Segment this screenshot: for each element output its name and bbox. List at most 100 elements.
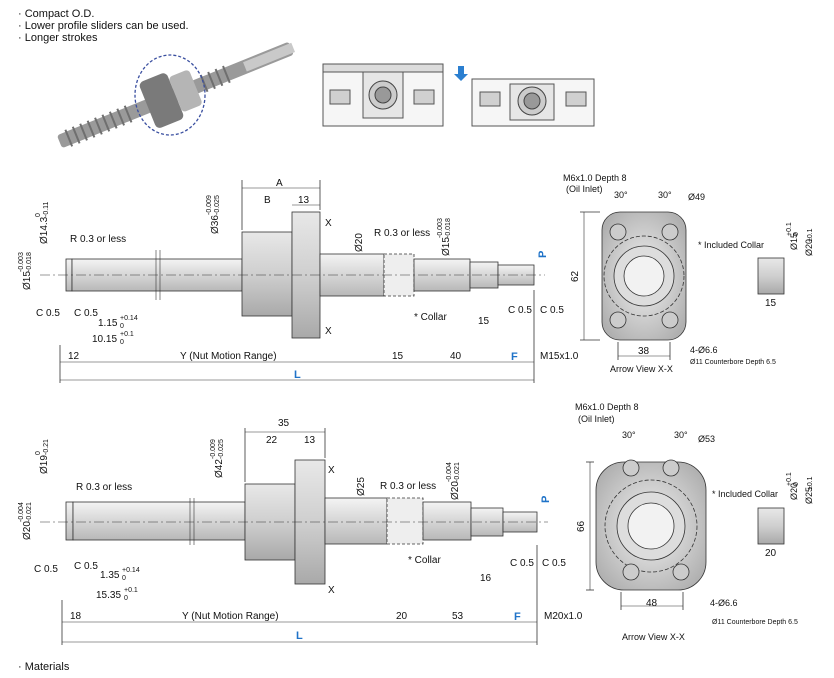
chamfer: C 0.5 [74, 561, 98, 572]
radius-note: R 0.3 or less [380, 481, 436, 492]
collar-note: * Collar [408, 555, 441, 566]
tol: -0.004 [446, 462, 453, 482]
dim-1-35: 1.35 [100, 570, 120, 581]
tol: 0 [793, 232, 800, 236]
chamfer: C 0.5 [74, 308, 98, 319]
chamfer: C 0.5 [36, 308, 60, 319]
dim-40: 40 [450, 351, 462, 362]
dim-height: 66 [576, 520, 587, 532]
dim-16-step: 16 [480, 573, 492, 584]
side-drawing-15-labels: A B 13 Ø36 -0.009 -0.025 Ø20 R 0.3 or le… [18, 178, 579, 381]
oil-inlet-spec: M6x1.0 Depth 8 [575, 402, 639, 412]
angle: 30° [614, 190, 628, 200]
chamfer: C 0.5 [542, 558, 566, 569]
dim-20: 20 [396, 611, 408, 622]
dia-42: Ø42 [214, 459, 225, 478]
dim-y: Y (Nut Motion Range) [180, 351, 277, 362]
section-mark: X [325, 326, 332, 337]
tol: -0.003 [18, 252, 25, 272]
mount-holes: 4-Ø6.6 [710, 598, 738, 608]
tol: ±0.1 [807, 228, 814, 242]
feature-item: · Lower profile sliders can be used. [18, 20, 189, 32]
tol: +0.1 [786, 222, 793, 236]
flange-view-15-labels: M6x1.0 Depth 8 (Oil Inlet) 30° 30° Ø49 6… [563, 173, 814, 374]
dim-p: P [540, 496, 552, 503]
dim-y: Y (Nut Motion Range) [182, 611, 279, 622]
oil-inlet-spec: M6x1.0 Depth 8 [563, 173, 627, 183]
chamfer: C 0.5 [34, 564, 58, 575]
section-mark: X [325, 218, 332, 229]
dim-15-step: 15 [478, 316, 490, 327]
dim-18: 18 [70, 611, 82, 622]
side-drawing-15 [40, 180, 545, 383]
oil-inlet-label: (Oil Inlet) [578, 414, 615, 424]
dim-width: 38 [638, 346, 650, 357]
collar-od: Ø25 [804, 487, 814, 504]
section-mark: X [328, 465, 335, 476]
radius-note: R 0.3 or less [374, 228, 430, 239]
dim-1-15: 1.15 [98, 318, 118, 329]
flange-view-20 [586, 459, 785, 610]
collar-width: 15 [765, 298, 777, 309]
tol: -0.21 [43, 439, 50, 455]
tol: -0.009 [206, 195, 213, 215]
tol: 0 [120, 323, 124, 330]
dia-15-start: Ø15 [22, 271, 33, 290]
dia-14-3: Ø14.3 [39, 216, 50, 244]
dim-13: 13 [298, 195, 310, 206]
included-collar-note: * Included Collar [712, 489, 778, 499]
thread-spec: M20x1.0 [544, 611, 583, 622]
feature-list: · Compact O.D. · Lower profile sliders c… [18, 8, 189, 44]
collar-id: Ø15 [789, 233, 799, 250]
tol: 0 [35, 213, 42, 217]
tol: -0.021 [454, 462, 461, 482]
flange-view-20-labels: M6x1.0 Depth 8 (Oil Inlet) 30° 30° Ø53 6… [575, 402, 814, 642]
chamfer: C 0.5 [540, 305, 564, 316]
tol: 0 [35, 451, 42, 455]
tol: +0.1 [786, 472, 793, 486]
materials-note: · Materials [18, 661, 70, 673]
mount-holes: 4-Ø6.6 [690, 345, 718, 355]
dia-20-start: Ø20 [22, 521, 33, 540]
dim-p: P [537, 251, 549, 258]
flange-view-15 [580, 211, 785, 360]
view-title: Arrow View X-X [622, 632, 685, 642]
tol: -0.021 [26, 502, 33, 522]
radius-note: R 0.3 or less [76, 482, 132, 493]
dim-12: 12 [68, 351, 80, 362]
dim-15-35: 15.35 [96, 590, 121, 601]
dim-a: A [276, 178, 283, 189]
tol: -0.003 [437, 218, 444, 238]
dia-20-end: Ø20 [450, 481, 461, 500]
product-photo [57, 42, 296, 148]
tol: +0.14 [122, 567, 140, 574]
angle: 30° [674, 430, 688, 440]
side-drawing-20 [40, 428, 548, 645]
counterbore-note: Ø11 Counterbore Depth 6.5 [690, 359, 776, 366]
oil-inlet-label: (Oil Inlet) [566, 184, 603, 194]
dia-25: Ø25 [356, 477, 367, 496]
dim-13: 13 [304, 435, 316, 446]
tol: 0 [120, 339, 124, 346]
tol: +0.1 [120, 331, 134, 338]
tol: +0.14 [120, 315, 138, 322]
slider-diagram-low [471, 78, 595, 127]
section-mark: X [328, 585, 335, 596]
tol: +0.1 [124, 587, 138, 594]
dim-width: 48 [646, 598, 658, 609]
tol: -0.018 [445, 218, 452, 238]
dim-height: 62 [570, 270, 581, 282]
dim-l: L [296, 630, 303, 642]
thread-spec: M15x1.0 [540, 351, 579, 362]
side-drawing-20-labels: 35 22 13 Ø42 -0.009 -0.025 Ø25 R 0.3 or … [18, 418, 583, 642]
dim-f: F [514, 611, 521, 623]
tol: -0.025 [214, 195, 221, 215]
dim-l: L [294, 369, 301, 381]
tol: -0.004 [18, 502, 25, 522]
dim-b: B [264, 195, 271, 206]
included-collar-note: * Included Collar [698, 240, 764, 250]
feature-item: · Longer strokes [18, 32, 98, 44]
tol: ±0.1 [807, 476, 814, 490]
chamfer: C 0.5 [510, 558, 534, 569]
